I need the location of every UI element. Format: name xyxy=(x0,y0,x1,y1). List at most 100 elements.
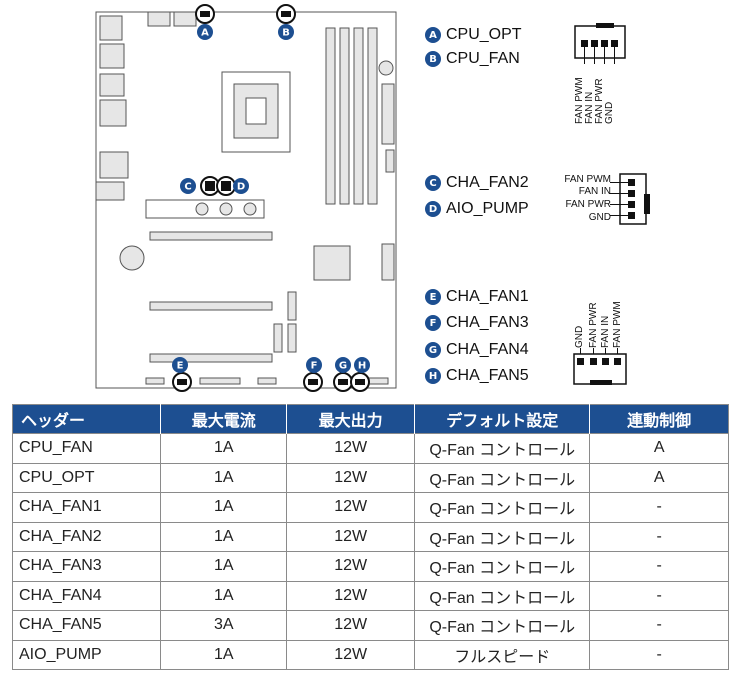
pin-label-bottom-3: FAN IN xyxy=(600,315,611,348)
m2-slot-4 xyxy=(287,323,297,353)
table-cell: Q-Fan コントロール xyxy=(414,551,591,582)
board-marker-h: H xyxy=(354,357,370,373)
header-cell-linked: 連動制御 xyxy=(589,404,729,434)
table-cell: A xyxy=(589,462,729,493)
board-marker-letter: D xyxy=(237,182,245,193)
table-cell: 1A xyxy=(160,551,288,582)
front-audio-header xyxy=(145,377,165,385)
table-header-row: ヘッダー 最大電流 最大出力 デフォルト設定 連動制御 xyxy=(12,404,729,434)
board-marker-g: G xyxy=(335,357,351,373)
legend-label-cpu-opt: CPU_OPT xyxy=(446,26,522,43)
legend-label-cha-fan1: CHA_FAN1 xyxy=(446,288,529,305)
table-cell: AIO_PUMP xyxy=(11,639,162,670)
header-cell-header: ヘッダー xyxy=(12,404,161,434)
table-cell: CHA_FAN2 xyxy=(11,521,162,552)
dimm-slot-1 xyxy=(325,27,336,205)
board-marker-e: E xyxy=(172,357,188,373)
pin-label-bottom-4: FAN PWM xyxy=(612,301,623,348)
marker-badge-d: D xyxy=(425,201,441,217)
board-marker-letter: F xyxy=(311,361,318,372)
cpu-socket-core xyxy=(245,97,267,125)
legend-item-g: G CHA_FAN4 xyxy=(425,339,529,361)
table-cell: - xyxy=(589,521,729,552)
bottom-header-3 xyxy=(367,377,389,385)
dimm-slot-2 xyxy=(339,27,350,205)
pin-label-side-1: FAN PWM xyxy=(564,174,611,185)
table-cell: Q-Fan コントロール xyxy=(414,433,591,464)
table-cell: 12W xyxy=(286,492,416,523)
board-marker-f: F xyxy=(306,357,322,373)
marker-badge-g: G xyxy=(425,342,441,358)
legend-label-cha-fan3: CHA_FAN3 xyxy=(446,314,529,331)
pin-label-bottom-1: GND xyxy=(574,325,585,348)
table-cell: 3A xyxy=(160,610,288,641)
dimm-slot-3 xyxy=(353,27,364,205)
table-cell: Q-Fan コントロール xyxy=(414,610,591,641)
pin-label-side-3: FAN PWR xyxy=(565,199,611,210)
legend-item-c: C CHA_FAN2 xyxy=(425,172,529,194)
bottom-header-2 xyxy=(257,377,277,385)
cpu-power-8pin-1 xyxy=(147,11,171,27)
m2-slot-3 xyxy=(273,323,283,353)
board-marker-letter: C xyxy=(184,182,191,193)
marker-badge-b: B xyxy=(425,51,441,67)
table-cell: - xyxy=(589,639,729,670)
table-cell: CPU_FAN xyxy=(11,433,162,464)
table-cell: 1A xyxy=(160,580,288,611)
table-cell: Q-Fan コントロール xyxy=(414,580,591,611)
legend-label-cpu-fan: CPU_FAN xyxy=(446,50,520,67)
header-cell-max-current: 最大電流 xyxy=(160,404,287,434)
header-cell-default: デフォルト設定 xyxy=(414,404,590,434)
legend-label-aio-pump: AIO_PUMP xyxy=(446,200,529,217)
board-marker-letter: H xyxy=(358,361,366,372)
dimm-slot-4 xyxy=(367,27,378,205)
table-cell: CPU_OPT xyxy=(11,462,162,493)
rear-io-3 xyxy=(99,73,125,97)
pin-label-bottom-2: FAN PWR xyxy=(588,302,599,348)
pin-label-side-2: FAN IN xyxy=(578,186,611,197)
rear-io-2 xyxy=(99,43,125,69)
table-cell: 12W xyxy=(286,462,416,493)
table-cell: フルスピード xyxy=(414,639,591,670)
rear-io-5 xyxy=(99,151,129,179)
board-marker-letter: B xyxy=(282,28,290,39)
table-cell: CHA_FAN1 xyxy=(11,492,162,523)
table-cell: 1A xyxy=(160,462,288,493)
rear-io-6 xyxy=(95,181,125,201)
legend-label-cha-fan4: CHA_FAN4 xyxy=(446,341,529,358)
header-cell-max-power: 最大出力 xyxy=(286,404,415,434)
m2-screw-3 xyxy=(243,202,257,216)
legend-label-cha-fan2: CHA_FAN2 xyxy=(446,174,529,191)
rear-io-4 xyxy=(99,99,127,127)
legend-item-a: A CPU_OPT xyxy=(425,24,522,46)
legend-item-h: H CHA_FAN5 xyxy=(425,365,529,387)
board-marker-letter: G xyxy=(339,361,347,372)
m2-screw-1 xyxy=(195,202,209,216)
board-marker-letter: A xyxy=(201,28,209,39)
table-cell: 12W xyxy=(286,521,416,552)
table-cell: CHA_FAN4 xyxy=(11,580,162,611)
chipset xyxy=(313,245,351,281)
usb-header-top xyxy=(385,149,395,173)
pcie-slot-2 xyxy=(149,301,273,311)
marker-badge-e: E xyxy=(425,289,441,305)
pinout-connector-top xyxy=(574,23,626,64)
m2-screw-2 xyxy=(219,202,233,216)
table-cell: 12W xyxy=(286,639,416,670)
board-marker-letter: E xyxy=(177,361,184,372)
marker-badge-c: C xyxy=(425,175,441,191)
table-cell: Q-Fan コントロール xyxy=(414,462,591,493)
marker-badge-f: F xyxy=(425,315,441,331)
cpu-power-8pin-2 xyxy=(173,11,197,27)
table-cell: Q-Fan コントロール xyxy=(414,521,591,552)
table-cell: 1A xyxy=(160,433,288,464)
table-cell: - xyxy=(589,610,729,641)
